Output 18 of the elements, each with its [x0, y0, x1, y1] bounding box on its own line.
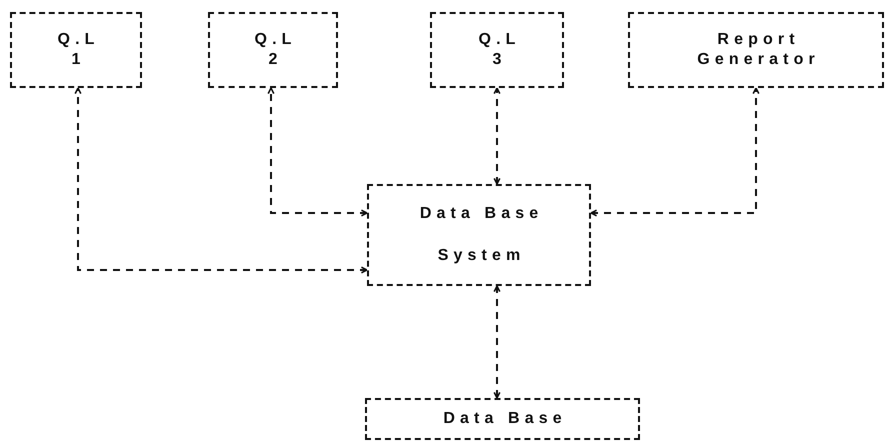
box-label: Q.L 2: [254, 30, 298, 70]
dashed-arrow: [267, 87, 368, 217]
dashed-arrow: [74, 87, 368, 274]
box-label: System: [436, 246, 526, 266]
box-label: Q.L 3: [478, 30, 522, 70]
box-label: Q.L 1: [56, 30, 101, 70]
dashed-box: [430, 12, 564, 88]
box-label: Data Base: [442, 409, 567, 429]
dashed-arrow: [493, 285, 501, 399]
dashed-box: [365, 398, 640, 440]
dashed-arrow: [493, 87, 501, 185]
box-label: Report Generator: [696, 30, 821, 70]
dashed-box: [10, 12, 142, 88]
dashed-arrow: [590, 87, 760, 217]
dashed-box: [628, 12, 884, 88]
dashed-box: [367, 184, 591, 286]
dashed-box: [208, 12, 338, 88]
box-label: Data Base: [418, 204, 544, 224]
